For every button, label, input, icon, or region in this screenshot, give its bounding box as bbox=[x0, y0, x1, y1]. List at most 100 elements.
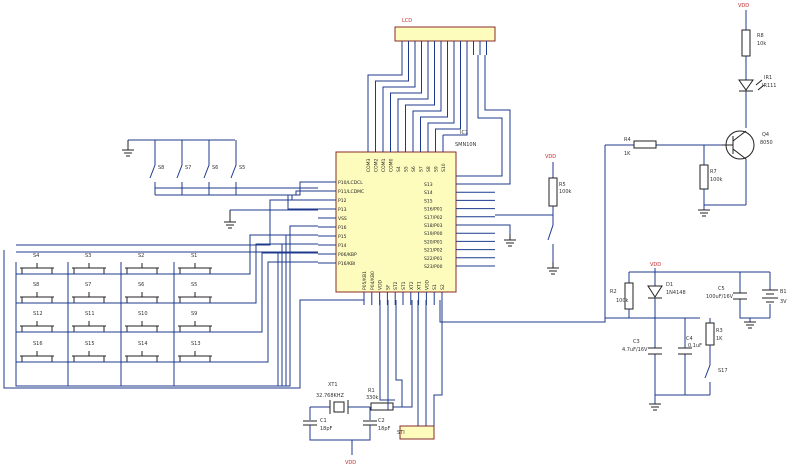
keypad-key-label: S13 bbox=[191, 341, 201, 347]
sti-connector bbox=[399, 425, 435, 440]
lcd-label: LCD bbox=[402, 18, 412, 24]
r7-value: 100k bbox=[710, 177, 723, 183]
keypad-key-label: S15 bbox=[85, 341, 95, 347]
ic1-pin-label: P06/KBP bbox=[338, 252, 357, 258]
s17-label: S17 bbox=[718, 368, 728, 374]
ic1-pin-label: COM2 bbox=[374, 158, 380, 172]
keypad-key bbox=[20, 321, 54, 332]
ic1-right-pins: S13S14S15S16/P01S17/P02S18/P03S19/P00S20… bbox=[424, 182, 495, 270]
r8-label: R8 bbox=[757, 33, 764, 39]
ground-symbol bbox=[698, 209, 710, 217]
ic1-pin-label: COM1 bbox=[381, 158, 387, 172]
xt1-label: XT1 bbox=[328, 382, 338, 388]
lcd-bus-wire bbox=[390, 55, 422, 135]
ic1-pin-label: VSS bbox=[338, 216, 347, 222]
ic1-pin-label: S10 bbox=[441, 163, 447, 172]
ic1-pin-label: P11/LCDMC bbox=[338, 189, 364, 195]
keypad-key bbox=[20, 351, 54, 362]
q4-emitter-wire bbox=[704, 159, 747, 206]
top-switch-label: S6 bbox=[212, 165, 218, 171]
r1-label: R1 bbox=[368, 388, 375, 394]
ic1-pin-label: VDD bbox=[378, 279, 384, 290]
ic1-pin-label: COM3 bbox=[366, 158, 372, 172]
keypad-key-label: S12 bbox=[33, 311, 43, 317]
vdd-label-bottom: VDD bbox=[345, 460, 356, 466]
keypad-key bbox=[72, 321, 106, 332]
osc-ic-wires bbox=[379, 300, 403, 410]
r3-resistor bbox=[705, 322, 715, 346]
q4-part: 8050 bbox=[760, 140, 773, 146]
lcd-bus-wire bbox=[405, 55, 435, 135]
ground-symbol bbox=[649, 403, 661, 411]
ic1-part: SMN10N bbox=[455, 142, 477, 148]
ic1-pin-label: P15 bbox=[338, 234, 347, 240]
ic1-pin-label: S18/P03 bbox=[424, 223, 443, 229]
s17-switch bbox=[547, 206, 554, 262]
ic1-pin-label: SF bbox=[385, 284, 391, 290]
keypad-row-wire bbox=[16, 261, 318, 363]
ic1-pin-label: COM0 bbox=[389, 158, 395, 172]
lcd-bus-wire bbox=[412, 55, 442, 135]
c5-wire bbox=[739, 272, 770, 319]
keypad-bus-wire bbox=[16, 199, 318, 253]
power-ground-wire bbox=[654, 394, 710, 404]
keypad-col-wire bbox=[173, 252, 318, 387]
top-switch-route bbox=[181, 188, 318, 196]
top-switch bbox=[176, 140, 318, 189]
vdd-label-power: VDD bbox=[650, 262, 661, 268]
c2-value: 18pF bbox=[378, 426, 391, 432]
r2-resistor bbox=[624, 282, 634, 310]
ic1-pin-label: P05/KB1 bbox=[362, 271, 368, 290]
lcd-bus-wire bbox=[443, 55, 468, 136]
keypad-key bbox=[20, 263, 54, 274]
top-switch-route bbox=[208, 188, 318, 201]
c3-value: 4.7uF/16V bbox=[622, 347, 648, 353]
xt1-part: 32.768KHZ bbox=[316, 393, 345, 399]
keypad-key-label: S4 bbox=[33, 253, 39, 259]
lcd-connector: LCD bbox=[394, 18, 496, 55]
ic1-pin-label: S19/P00 bbox=[424, 231, 443, 237]
ic1-pin-label: S6 bbox=[411, 166, 417, 172]
r8-value: 10k bbox=[757, 41, 766, 47]
r1-resistor bbox=[370, 402, 394, 411]
vdd-label-r5: VDD bbox=[545, 154, 556, 160]
lcd-bus-wire bbox=[420, 55, 448, 135]
ic1-pin-label: P14 bbox=[338, 243, 347, 249]
r1-wire bbox=[393, 300, 413, 408]
ic1-pin-label: XT1 bbox=[417, 281, 423, 290]
q4-leads bbox=[722, 130, 747, 160]
ic1-pin-label: ST1 bbox=[401, 281, 407, 290]
ic1-left-pins: P10/LCDCLP11/LCDMCP12P13VSSP16P15P14P06/… bbox=[318, 180, 364, 267]
keypad-key-label: S1 bbox=[191, 253, 197, 259]
r1-value: 330k bbox=[366, 395, 379, 401]
ic1-pin-label: S14 bbox=[424, 190, 433, 196]
sti-label: STI bbox=[397, 430, 405, 436]
keypad-bus-wire bbox=[3, 250, 364, 389]
r5-value: 100k bbox=[559, 189, 572, 195]
ic1-pin-label: P13 bbox=[338, 207, 347, 213]
r4-label: R4 bbox=[624, 137, 631, 143]
keypad-key-label: S7 bbox=[85, 282, 91, 288]
sti-wires bbox=[417, 300, 443, 426]
keypad-key-label: S14 bbox=[138, 341, 148, 347]
c5-capacitor bbox=[733, 292, 747, 300]
lcd-pins bbox=[401, 41, 487, 55]
keypad-key bbox=[72, 292, 106, 303]
r7-resistor bbox=[699, 164, 709, 190]
keypad-key bbox=[178, 292, 212, 303]
ic1-pin-label: S17/P02 bbox=[424, 215, 443, 221]
lcd-bus-wire bbox=[397, 55, 429, 135]
top-switch-label: S8 bbox=[158, 165, 164, 171]
lcd-bus-wire bbox=[456, 55, 503, 177]
keypad-key bbox=[125, 292, 159, 303]
keypad-key-label: S2 bbox=[138, 253, 144, 259]
top-switch-label: S7 bbox=[185, 165, 191, 171]
ic1-pin-label: S15 bbox=[424, 198, 433, 204]
ic1-label: IC1 bbox=[460, 130, 468, 136]
keypad-key bbox=[72, 263, 106, 274]
c4-value: 0.1uF bbox=[688, 343, 702, 349]
r5-switch-section: VDD R5 100k bbox=[495, 154, 572, 275]
